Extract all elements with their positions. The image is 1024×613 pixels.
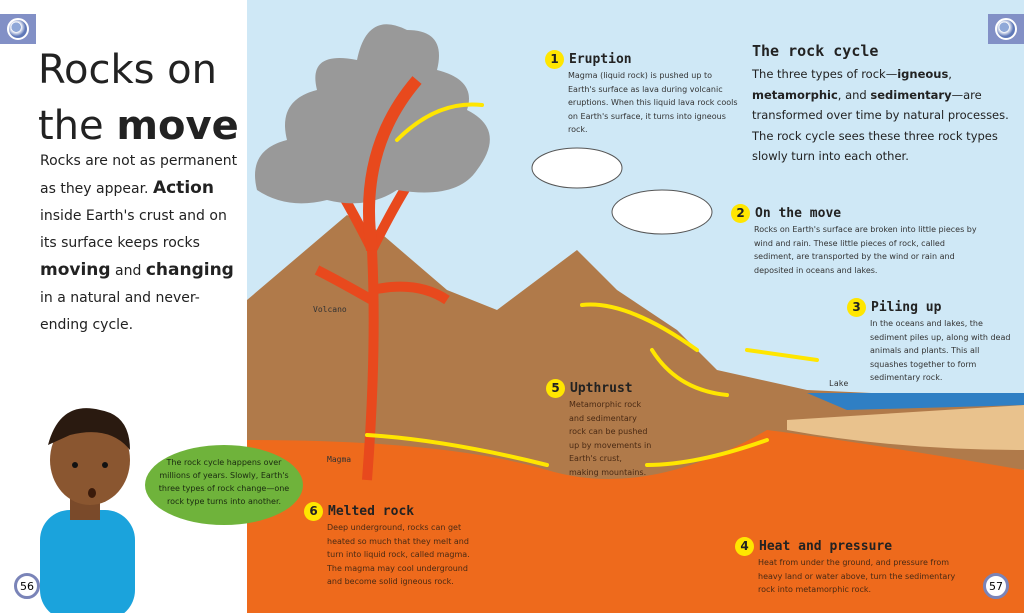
label-volcano: Volcano <box>313 305 347 314</box>
arrow-eruption <box>395 102 484 142</box>
arrow-heat <box>645 438 769 467</box>
rock-cycle-text: The three types of rock—igneous, metamor… <box>752 67 1009 163</box>
sediment-layer <box>787 405 1024 450</box>
lava-spout <box>363 76 422 251</box>
globe-icon <box>0 14 36 44</box>
label-magma: Magma <box>327 455 352 464</box>
label-lake: Lake <box>829 379 849 388</box>
ash-cloud <box>255 24 490 204</box>
cloud <box>611 189 713 235</box>
arrow-melt <box>365 433 549 467</box>
lake-water <box>807 393 1024 410</box>
rock-cycle-illustration <box>247 24 1024 613</box>
arrow-wind <box>745 348 819 362</box>
intro-text: Rocks are not as permanent as they appea… <box>40 153 238 333</box>
rock-cycle-intro: The rock cycle The three types of rock—i… <box>752 42 1012 167</box>
rock-layer <box>247 215 1024 479</box>
page-number: 56 <box>14 573 40 599</box>
arrow-upthrust <box>580 302 699 352</box>
globe-icon <box>988 14 1024 44</box>
lava-channels <box>314 167 450 481</box>
arrow-piling <box>650 348 729 397</box>
speech-bubble: The rock cycle happens over millions of … <box>145 445 303 525</box>
boy-illustration <box>40 408 135 613</box>
page-number: 57 <box>983 573 1009 599</box>
rock-cycle-heading: The rock cycle <box>752 42 879 60</box>
cloud <box>531 147 623 189</box>
